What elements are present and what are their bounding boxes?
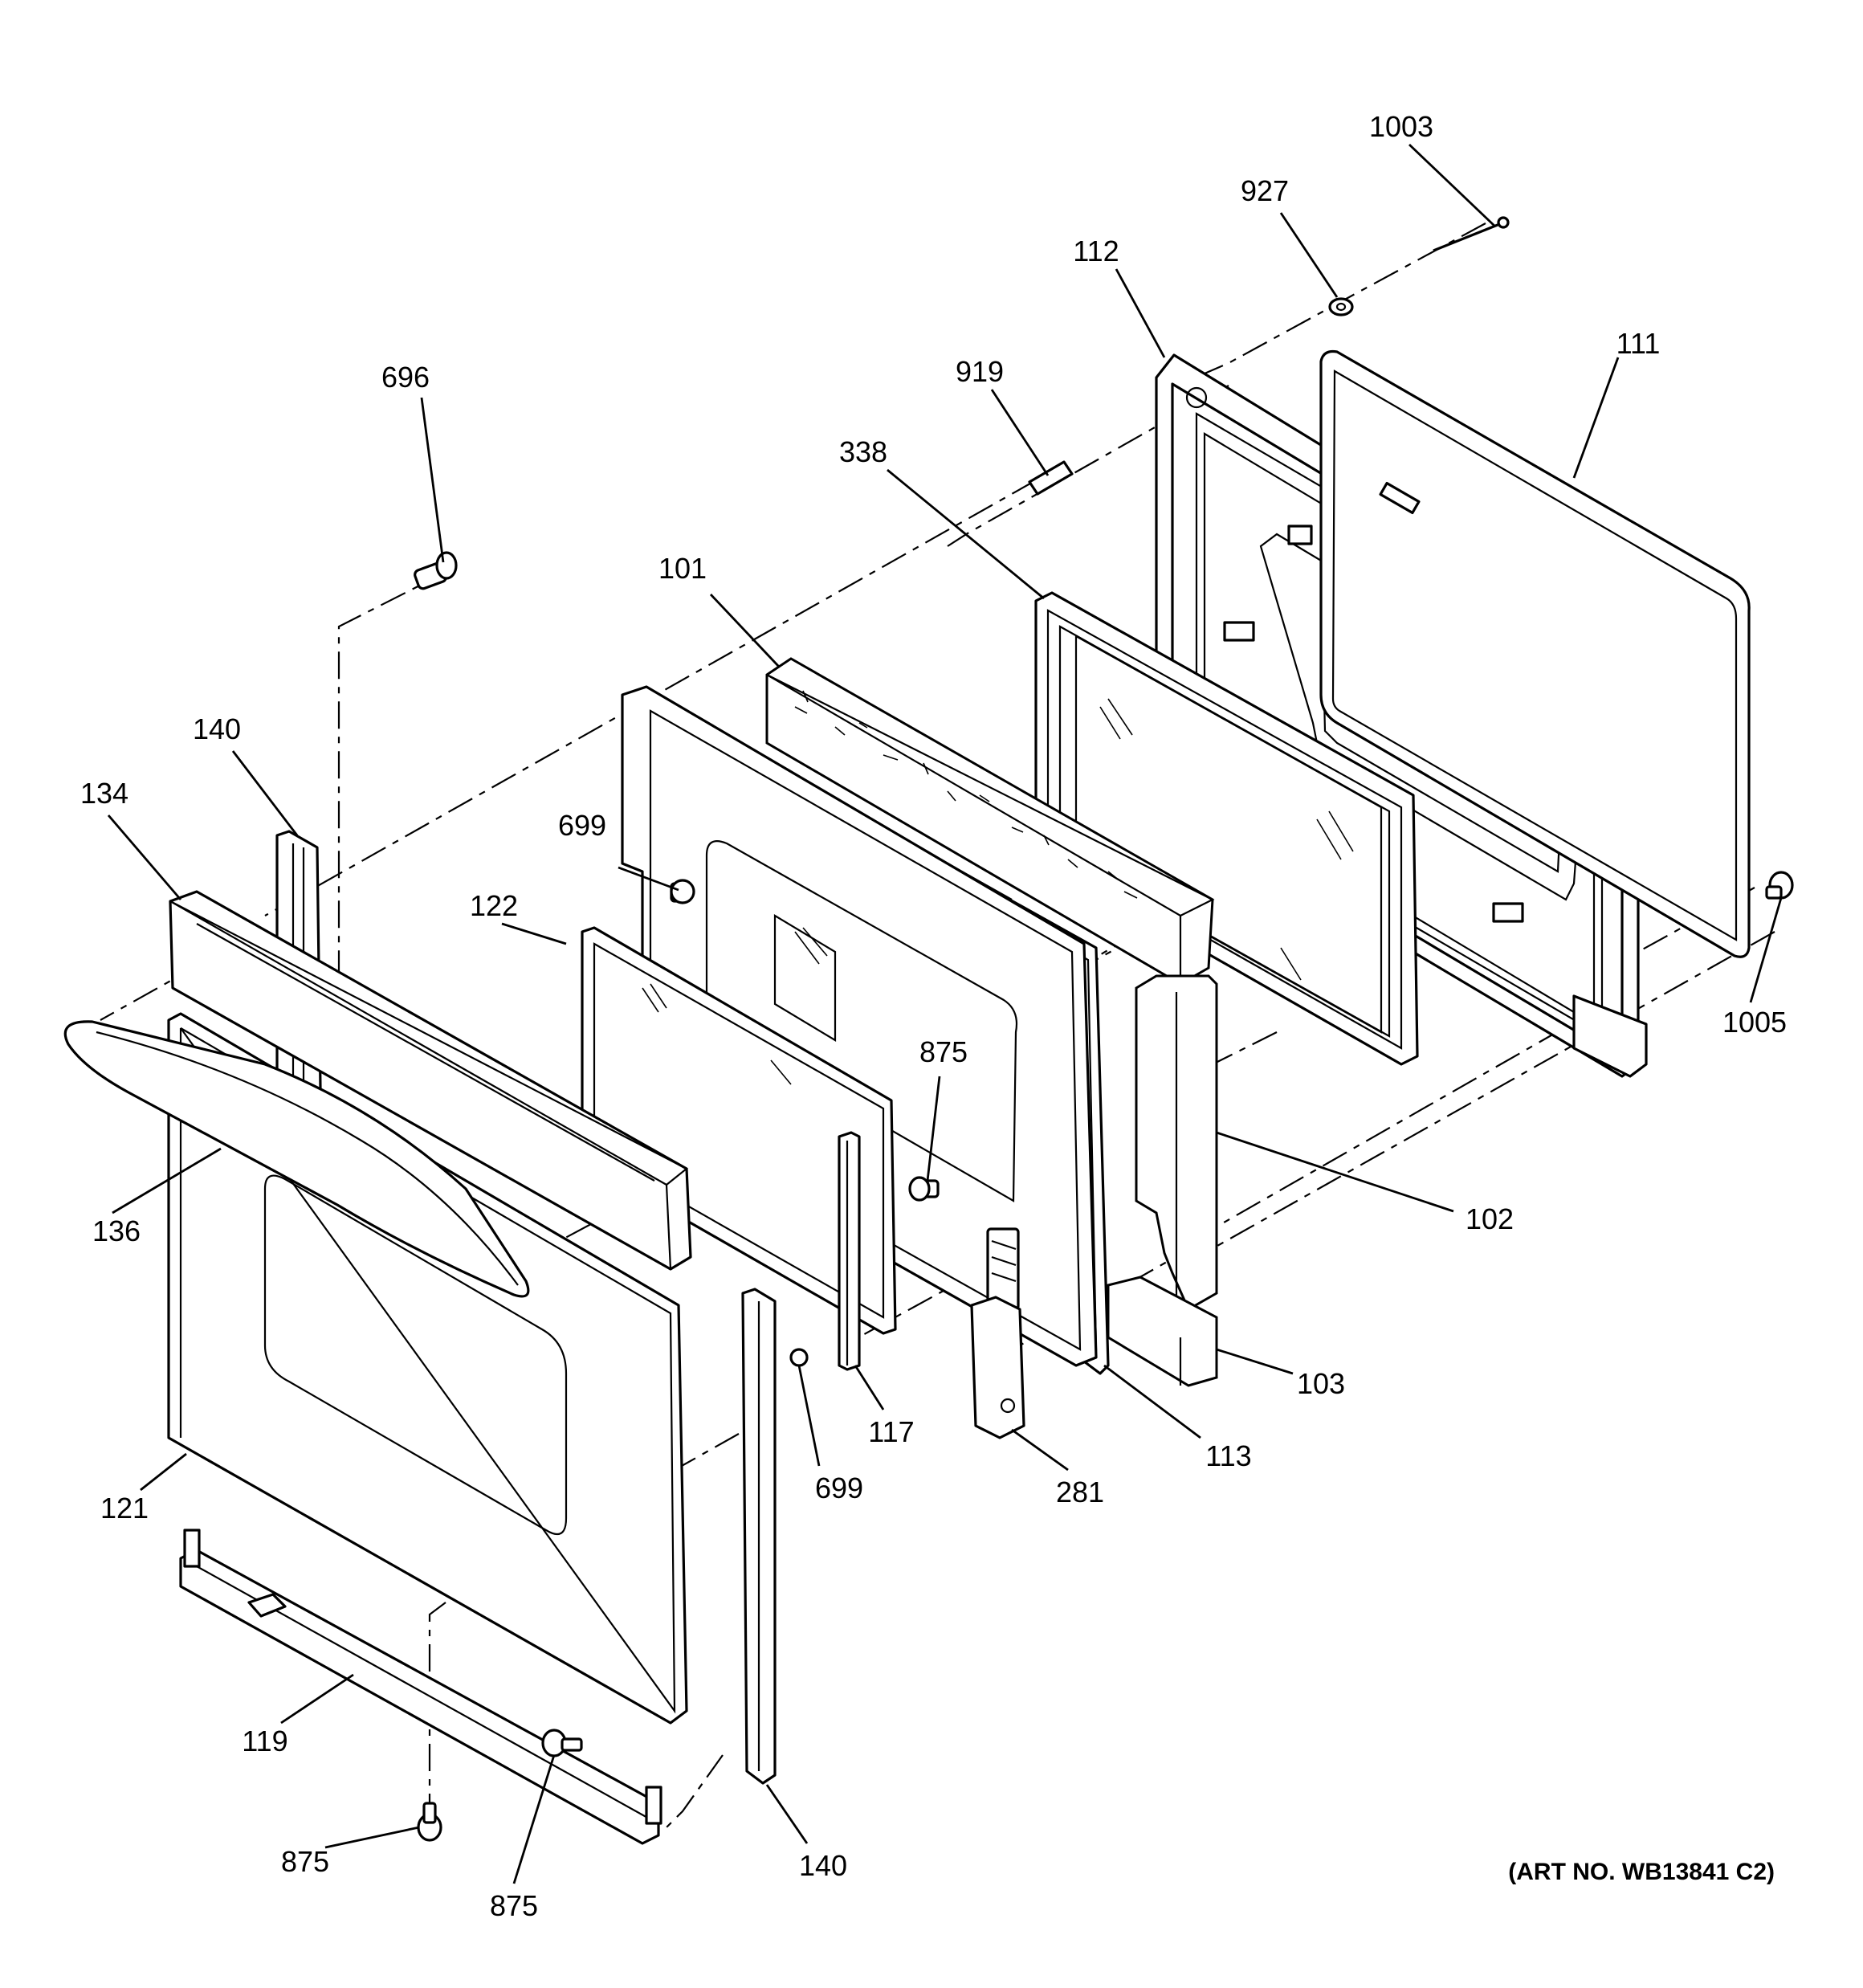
callout-labels: 1003 927 112 111 919 696 338 101 140 134… <box>80 110 1787 1922</box>
callout-136: 136 <box>92 1214 141 1247</box>
art-number: (ART NO. WB13841 C2) <box>1508 1859 1775 1885</box>
callout-140-lower: 140 <box>799 1849 847 1882</box>
part-919-spacer <box>1028 460 1074 496</box>
part-696-screw <box>414 551 458 590</box>
callout-117: 117 <box>868 1415 914 1448</box>
part-102-insulation-side <box>1135 974 1218 1312</box>
part-119-bottom-trim <box>179 1529 662 1845</box>
callout-875-center: 875 <box>919 1035 968 1068</box>
callout-134: 134 <box>80 777 128 810</box>
part-134-vent-trim <box>169 890 692 1271</box>
part-699-screw-lower <box>789 1348 809 1367</box>
callout-119: 119 <box>242 1725 287 1757</box>
callout-696: 696 <box>381 361 430 394</box>
part-875-screw-center <box>908 1176 940 1202</box>
callout-1005: 1005 <box>1722 1006 1787 1039</box>
part-117-hinge-bracket <box>838 1131 861 1371</box>
part-699-screw-upper <box>670 879 695 904</box>
part-1005-screw <box>1765 871 1794 900</box>
part-101-insulation-top <box>765 657 1215 986</box>
callout-102: 102 <box>1466 1202 1514 1235</box>
part-1003-screw <box>1433 216 1510 252</box>
callout-281: 281 <box>1056 1476 1104 1508</box>
callout-927: 927 <box>1241 174 1289 207</box>
callout-121: 121 <box>100 1492 149 1525</box>
callout-140-upper: 140 <box>193 712 241 745</box>
callout-338: 338 <box>839 435 887 468</box>
leader-lines <box>107 143 1783 1884</box>
callout-101: 101 <box>658 552 707 585</box>
part-875-screw-bottom-left <box>417 1802 442 1842</box>
part-136-door-handle <box>63 1020 530 1298</box>
callout-875-bottom-right: 875 <box>490 1889 538 1922</box>
callout-1003: 1003 <box>1369 110 1433 143</box>
part-111-gasket <box>1319 349 1751 958</box>
callout-111: 111 <box>1616 327 1661 360</box>
callout-699-upper: 699 <box>558 809 606 842</box>
part-875-screw-bottom-right <box>541 1729 583 1757</box>
part-140-side-channel-right <box>741 1288 777 1785</box>
callout-103: 103 <box>1297 1367 1345 1400</box>
callout-122: 122 <box>470 889 518 922</box>
part-927-washer <box>1328 297 1354 316</box>
callout-919: 919 <box>956 355 1004 388</box>
callout-112: 112 <box>1073 235 1119 267</box>
callout-875-bottom-left: 875 <box>281 1845 329 1878</box>
part-281-hinge <box>970 1227 1025 1439</box>
callout-113: 113 <box>1205 1439 1251 1472</box>
callout-699-lower: 699 <box>815 1472 863 1504</box>
